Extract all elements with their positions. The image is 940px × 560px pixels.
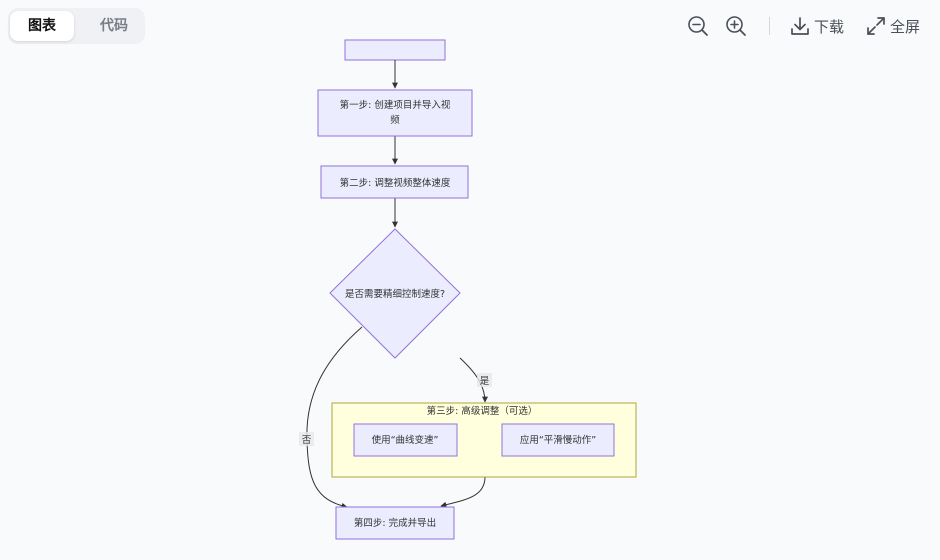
node-step1-label-line1: 第一步: 创建项目并导入视 (340, 99, 451, 111)
node-curve-label: 使用“曲线变速” (372, 434, 439, 446)
node-decision-label: 是否需要精细控制速度? (345, 288, 445, 300)
node-step2-label: 第二步: 调整视频整体速度 (340, 177, 451, 189)
zoom-out-button[interactable] (687, 15, 709, 37)
download-button[interactable]: 下载 (790, 16, 844, 37)
zoom-in-icon (726, 16, 746, 36)
edge-label-yes-bg (477, 373, 492, 387)
tab-chart[interactable]: 图表 (10, 11, 74, 41)
node-step4 (335, 506, 455, 540)
node-curve (353, 423, 458, 457)
edge-advanced-step4 (440, 476, 486, 508)
expand-icon (867, 17, 885, 35)
zoom-out-icon (688, 16, 708, 36)
download-label: 下载 (813, 17, 844, 36)
node-step2 (320, 165, 469, 199)
node-slowmo (501, 423, 615, 457)
edge-label-yes: 是 (480, 376, 490, 387)
fullscreen-button[interactable]: 全屏 (866, 16, 920, 37)
node-step1-label-line2: 频 (390, 114, 400, 126)
toolbar: 下载 全屏 (687, 14, 920, 38)
fullscreen-label: 全屏 (889, 17, 920, 36)
edge-label-no-bg (299, 432, 314, 446)
zoom-in-button[interactable] (725, 15, 747, 37)
toolbar-divider (768, 17, 770, 35)
node-step1 (317, 89, 473, 137)
download-icon (791, 17, 809, 35)
edge-label-no: 否 (302, 435, 312, 446)
node-step4-label: 第四步: 完成并导出 (354, 517, 436, 529)
subgraph-title: 第三步: 高级调整（可选） (427, 405, 538, 417)
node-start (344, 39, 446, 61)
tab-code[interactable]: 代码 (100, 18, 128, 34)
view-tabs: 图表 代码 (8, 8, 145, 44)
node-decision (329, 228, 461, 359)
node-slowmo-label: 应用“平滑慢动作” (520, 434, 596, 446)
